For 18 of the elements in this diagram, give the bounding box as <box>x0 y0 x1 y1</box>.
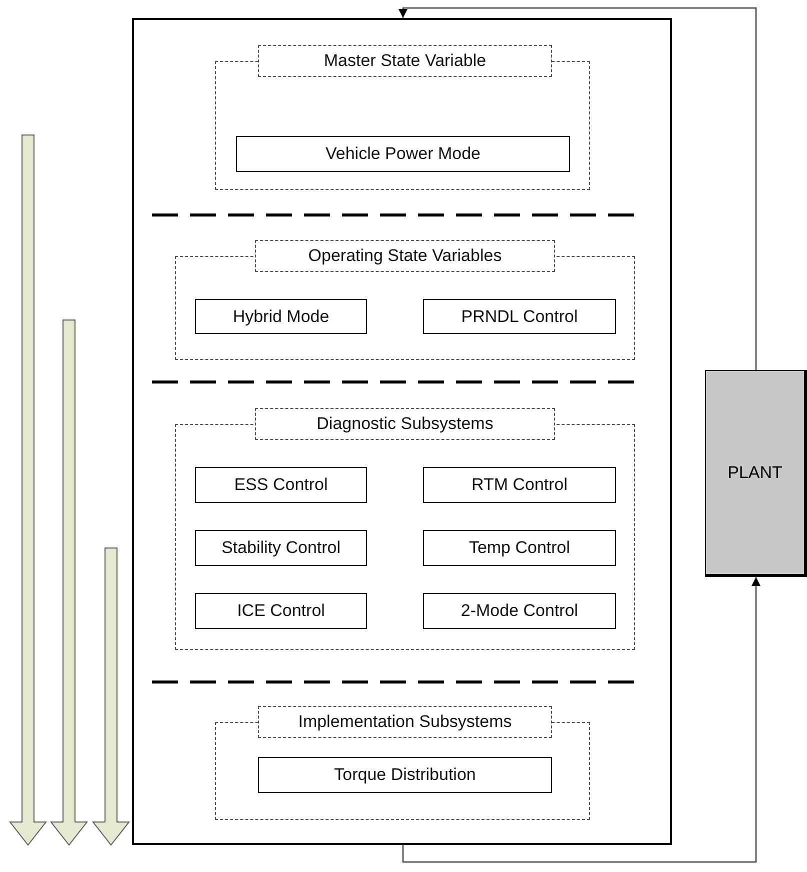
group-title: Implementation Subsystems <box>258 706 552 738</box>
subsystem-box: ICE Control <box>195 593 367 629</box>
plant-box: PLANT <box>705 370 807 577</box>
subsystem-box: RTM Control <box>423 467 616 503</box>
controller-box <box>132 18 672 845</box>
group-title: Diagnostic Subsystems <box>255 408 555 440</box>
subsystem-box: 2-Mode Control <box>423 593 616 629</box>
subsystem-box: Vehicle Power Mode <box>236 136 570 172</box>
subsystem-box: ESS Control <box>195 467 367 503</box>
group-title: Master State Variable <box>258 45 552 77</box>
subsystem-box: PRNDL Control <box>423 299 616 334</box>
subsystem-box: Stability Control <box>195 530 367 566</box>
feedback-arrow <box>398 8 756 370</box>
subsystem-box: Hybrid Mode <box>195 299 367 334</box>
group-title: Operating State Variables <box>255 240 555 272</box>
subsystem-box: Temp Control <box>423 530 616 566</box>
feedback-arrow <box>402 576 760 862</box>
subsystem-box: Torque Distribution <box>258 757 552 793</box>
